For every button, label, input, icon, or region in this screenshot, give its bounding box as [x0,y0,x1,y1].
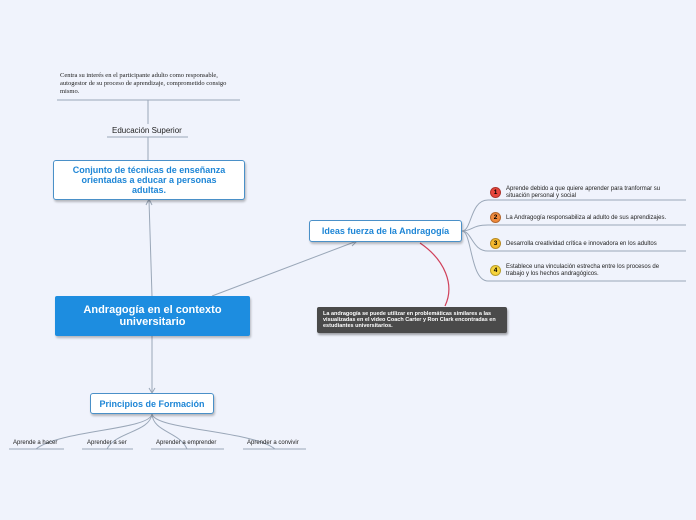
topic-ideas-fuerza[interactable]: Ideas fuerza de la Andragogía [309,220,462,242]
connector-principios-child-4 [151,413,276,450]
priority-1-number: 1 [493,189,498,196]
topic-principios[interactable]: Principios de Formación [90,393,214,414]
connector-ideas-item-1 [461,199,489,232]
relationship-callout[interactable]: La andragogía se puede utilizar en probl… [317,307,507,333]
connector-ideas-item-2 [461,224,489,232]
conjunto-note: Centra su interés en el participante adu… [60,72,227,95]
priority-3-number: 3 [493,240,498,247]
topic-conjunto-label: Conjunto de técnicas de enseñanza orient… [72,165,226,195]
idea-item-4[interactable]: Establece una vinculación estrecha entre… [506,264,660,277]
connector-central-ideas [211,240,358,297]
principio-item-1[interactable]: Aprende a hacer [13,440,58,446]
central-topic-label: Andragogía en el contexto universitario [83,304,222,328]
connector-ideas-item-4 [461,230,489,282]
priority-2-icon: 2 [490,212,501,223]
connector-principios-child-2 [106,413,153,450]
priority-4-number: 4 [493,267,498,274]
priority-3-icon: 3 [490,238,501,249]
central-topic[interactable]: Andragogía en el contexto universitario [55,296,250,336]
principio-item-3[interactable]: Aprender a emprender [156,440,217,446]
priority-2-number: 2 [493,214,498,221]
topic-conjunto[interactable]: Conjunto de técnicas de enseñanza orient… [53,160,245,200]
idea-item-3[interactable]: Desarrolla creatividad crítica e innovad… [506,241,657,247]
principio-item-4[interactable]: Aprender a convivir [247,440,299,446]
principio-item-2[interactable]: Aprender a ser [87,440,127,446]
priority-4-icon: 4 [490,265,501,276]
priority-1-icon: 1 [490,187,501,198]
idea-item-2[interactable]: La Andragogía responsabiliza al adulto d… [506,215,667,221]
connector-central-conjunto [148,199,153,297]
connector-principios-child-3 [151,413,188,450]
educacion-superior-label[interactable]: Educación Superior [112,126,182,135]
topic-principios-label: Principios de Formación [99,398,205,409]
topic-ideas-fuerza-label: Ideas fuerza de la Andragogía [321,226,450,236]
relationship-curve [419,242,450,307]
idea-item-1[interactable]: Aprende debido a que quiere aprender par… [506,186,661,199]
connector-principios-child-1 [35,413,153,450]
